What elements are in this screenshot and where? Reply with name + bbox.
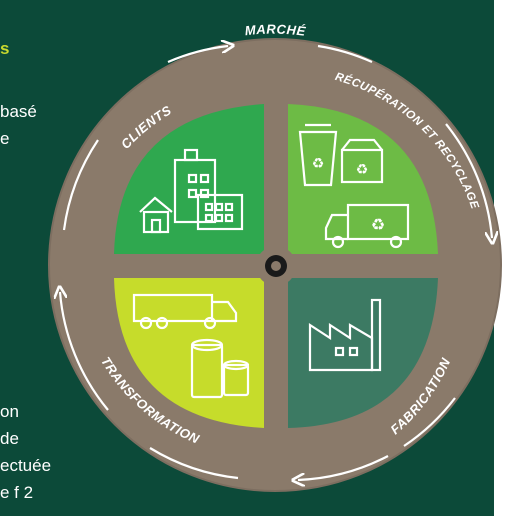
text-fragment-2: e: [0, 129, 10, 148]
text-fragment-4: de: [0, 429, 19, 448]
svg-text:♻: ♻: [371, 217, 385, 234]
paper-roll-icon: [190, 338, 224, 399]
svg-text:♻: ♻: [356, 161, 369, 177]
text-fragment-3: on: [0, 402, 19, 421]
text-fragment-5: ectuée: [0, 456, 52, 475]
text-fragment-6: e f 2: [0, 483, 34, 502]
office-building-icon: [173, 148, 217, 224]
label-marche: MARCHÉ: [244, 22, 307, 39]
quadrant-transformation: [114, 278, 264, 428]
cycle-arrows: [60, 46, 492, 480]
svg-text:♻: ♻: [312, 155, 325, 171]
text-fragment-1: basé: [0, 102, 37, 121]
quadrant-fabrication: [288, 278, 438, 428]
text-fragment-heading: s: [0, 39, 10, 58]
quadrant-recuperation: [288, 104, 438, 254]
factory-icon: [196, 193, 244, 231]
recycling-truck-icon: ♻: [324, 203, 410, 249]
tissue-roll-icon: [222, 359, 250, 397]
recycling-bin-icon: ♻: [298, 123, 338, 187]
delivery-truck-icon: [132, 293, 238, 330]
recycling-container-icon: ♻: [340, 138, 384, 184]
house-icon: [139, 196, 173, 234]
factory-icon: [308, 298, 382, 372]
